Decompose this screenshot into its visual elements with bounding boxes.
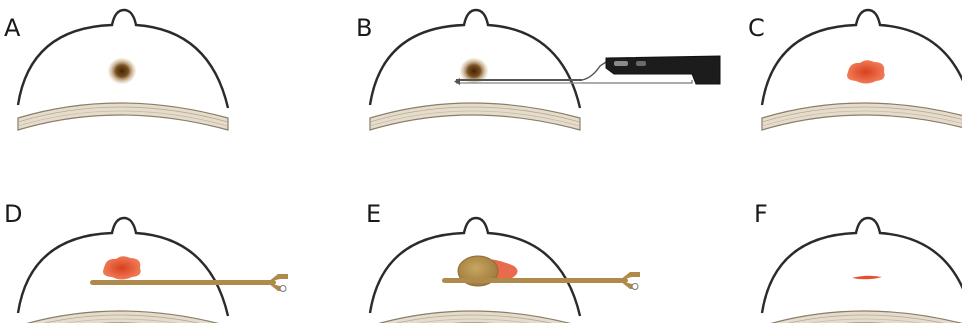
panel-label-d: D (4, 200, 22, 228)
panel-e: E (366, 200, 640, 323)
chest-wall (18, 103, 228, 130)
breast-outline (762, 10, 962, 108)
inflated-balloon-catheter (442, 256, 640, 290)
chest-wall (762, 103, 962, 130)
red-cavity (847, 60, 885, 83)
chest-wall (762, 311, 962, 323)
panel-label-a: A (4, 14, 21, 42)
chest-wall (370, 103, 580, 130)
panel-c: C (748, 10, 962, 130)
panel-a: A (4, 10, 228, 130)
panel-f: F (754, 200, 962, 323)
panel-label-c: C (748, 14, 765, 42)
panel-label-f: F (754, 200, 768, 228)
chest-wall (370, 311, 580, 323)
chest-wall (18, 311, 228, 323)
panel-b: B (356, 10, 720, 130)
biopsy-probe (454, 56, 720, 85)
panel-label-b: B (356, 14, 372, 42)
panel-label-e: E (366, 200, 381, 228)
panel-d: D (4, 200, 288, 323)
dark-lesion (108, 58, 136, 84)
red-cavity (103, 256, 141, 279)
breast-outline (762, 218, 962, 316)
small-scar (852, 276, 882, 280)
